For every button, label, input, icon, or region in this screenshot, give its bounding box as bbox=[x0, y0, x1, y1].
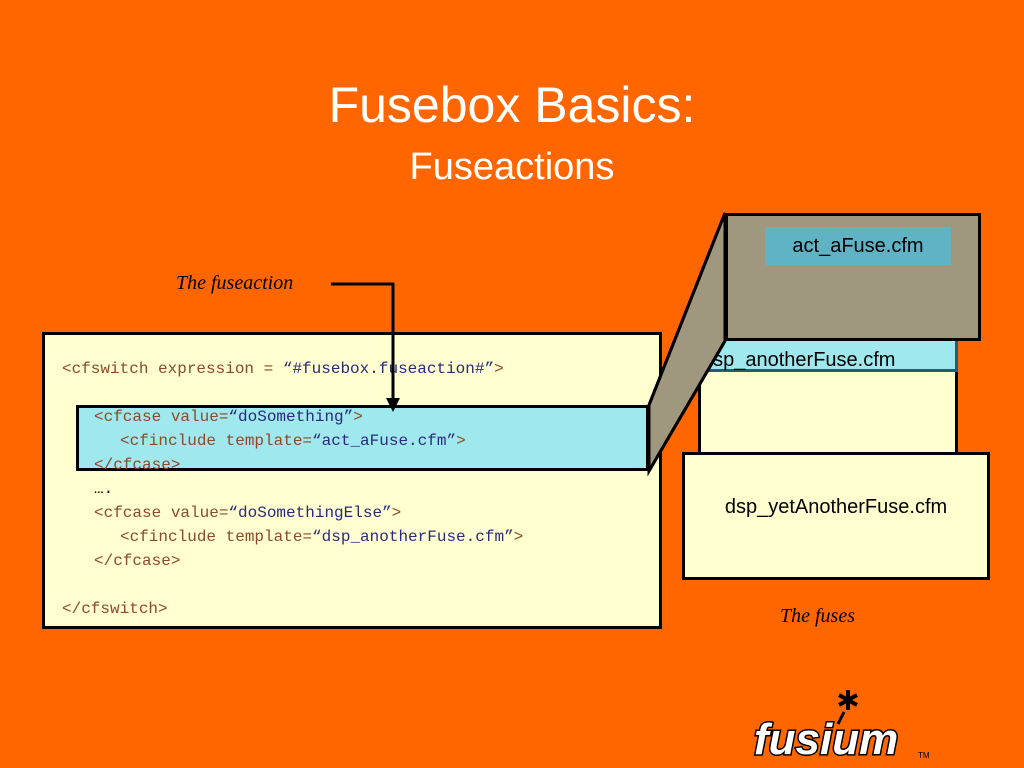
logo-text: fusium bbox=[754, 715, 898, 764]
code-tag: <cfinclude template= bbox=[120, 528, 313, 546]
code-line-cfswitch: <cfswitch expression = “#fusebox.fuseact… bbox=[62, 357, 504, 381]
projection-bottom-edge bbox=[647, 340, 727, 472]
code-line-cfcase-2: <cfcase value=“doSomethingElse”> bbox=[94, 501, 401, 525]
code-tag: <cfcase value= bbox=[94, 408, 229, 426]
code-tag: </cfcase> bbox=[94, 552, 181, 570]
code-string: “act_aFuse.cfm” bbox=[312, 432, 457, 450]
projection-shape bbox=[647, 212, 727, 477]
fuseaction-arrow-line bbox=[331, 282, 395, 400]
code-tag: </cfcase> bbox=[94, 456, 181, 474]
code-line-ellipsis: …. bbox=[94, 477, 113, 501]
fuse-label-dsp-another: dsp_anotherFuse.cfm bbox=[702, 349, 896, 371]
fuseaction-arrowhead bbox=[386, 398, 400, 412]
code-line-endcase-1: </cfcase> bbox=[94, 453, 180, 477]
fuse-box-dsp-yet-another bbox=[682, 452, 990, 580]
code-string: “#fusebox.fuseaction#” bbox=[282, 360, 495, 378]
code-tag: <cfswitch expression = bbox=[62, 360, 283, 378]
code-string: “dsp_anotherFuse.cfm” bbox=[312, 528, 514, 546]
code-ellipsis: …. bbox=[94, 480, 114, 498]
code-string: “doSomething” bbox=[228, 408, 354, 426]
highlighted-case-block bbox=[76, 405, 649, 471]
fuse-label-dsp-yet-another: dsp_yetAnotherFuse.cfm bbox=[724, 496, 948, 518]
code-tag: <cfcase value= bbox=[94, 504, 229, 522]
code-tag-end: > bbox=[513, 528, 524, 546]
code-line-cfcase-1: <cfcase value=“doSomething”> bbox=[94, 405, 363, 429]
fusium-logo: fusium TM bbox=[753, 690, 930, 764]
code-line-cfinclude-1: <cfinclude template=“act_aFuse.cfm”> bbox=[120, 429, 466, 453]
logo-tm: TM bbox=[918, 751, 930, 760]
code-box bbox=[42, 332, 662, 629]
code-tag-end: > bbox=[456, 432, 466, 450]
slide-title: Fusebox Basics: bbox=[328, 77, 696, 133]
code-string: “doSomethingElse” bbox=[228, 504, 392, 522]
code-line-endcase-2: </cfcase> bbox=[94, 549, 180, 573]
code-tag: <cfinclude template= bbox=[120, 432, 313, 450]
code-tag-end: > bbox=[391, 504, 402, 522]
code-tag-end: > bbox=[494, 360, 504, 378]
code-tag-end: > bbox=[353, 408, 363, 426]
fuse-label-act: act_aFuse.cfm bbox=[765, 227, 951, 265]
projection-top-edge bbox=[647, 212, 727, 406]
fuseaction-label: The fuseaction bbox=[176, 272, 294, 294]
slide-subtitle: Fuseactions bbox=[409, 146, 615, 188]
code-tag: </cfswitch> bbox=[62, 600, 168, 618]
star-icon bbox=[838, 690, 858, 710]
fuses-label: The fuses bbox=[780, 605, 855, 627]
code-line-cfinclude-2: <cfinclude template=“dsp_anotherFuse.cfm… bbox=[120, 525, 523, 549]
code-line-endswitch: </cfswitch> bbox=[62, 597, 168, 621]
